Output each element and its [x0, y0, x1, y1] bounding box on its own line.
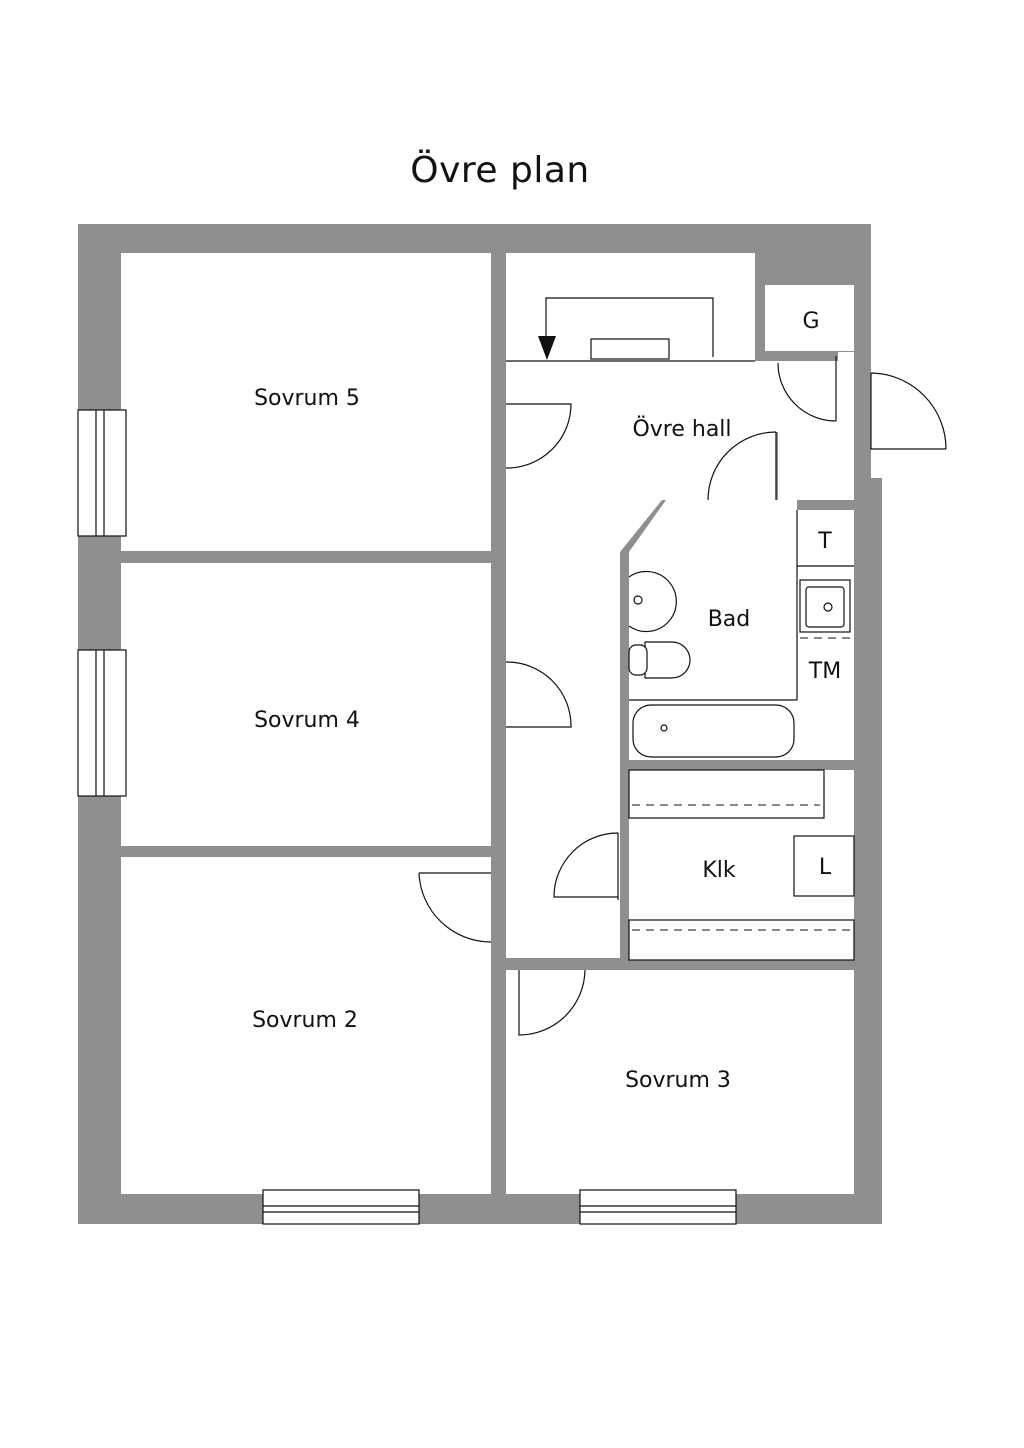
label-l: L: [819, 855, 832, 880]
plan-title: Övre plan: [410, 150, 590, 191]
label-klk: Klk: [702, 858, 736, 883]
sovrum-2-area: [121, 857, 491, 1194]
label-bad: Bad: [708, 607, 751, 632]
hall-area: [506, 352, 854, 958]
room-labels: Sovrum 5 Sovrum 4 Sovrum 2 Sovrum 3 Övre…: [252, 309, 841, 1093]
stairs: [506, 297, 755, 362]
sovrum-5-area: [121, 253, 491, 551]
windows: [77, 409, 737, 1225]
room-areas: [121, 253, 854, 1194]
klk-fixtures: [628, 769, 855, 961]
doors: [418, 356, 947, 1036]
sovrum-4-area: [121, 563, 491, 846]
bath-area: [629, 500, 854, 760]
label-sovrum-3: Sovrum 3: [625, 1068, 731, 1093]
bath-fixtures: [628, 510, 854, 758]
label-t: T: [817, 529, 832, 554]
label-sovrum-4: Sovrum 4: [254, 708, 360, 733]
label-tm: TM: [808, 659, 841, 684]
label-g: G: [802, 309, 819, 334]
g-closet-area: [765, 285, 854, 351]
label-sovrum-5: Sovrum 5: [254, 386, 360, 411]
label-sovrum-2: Sovrum 2: [252, 1008, 358, 1033]
sovrum-3-area: [506, 970, 854, 1194]
label-ovre-hall: Övre hall: [632, 416, 731, 442]
